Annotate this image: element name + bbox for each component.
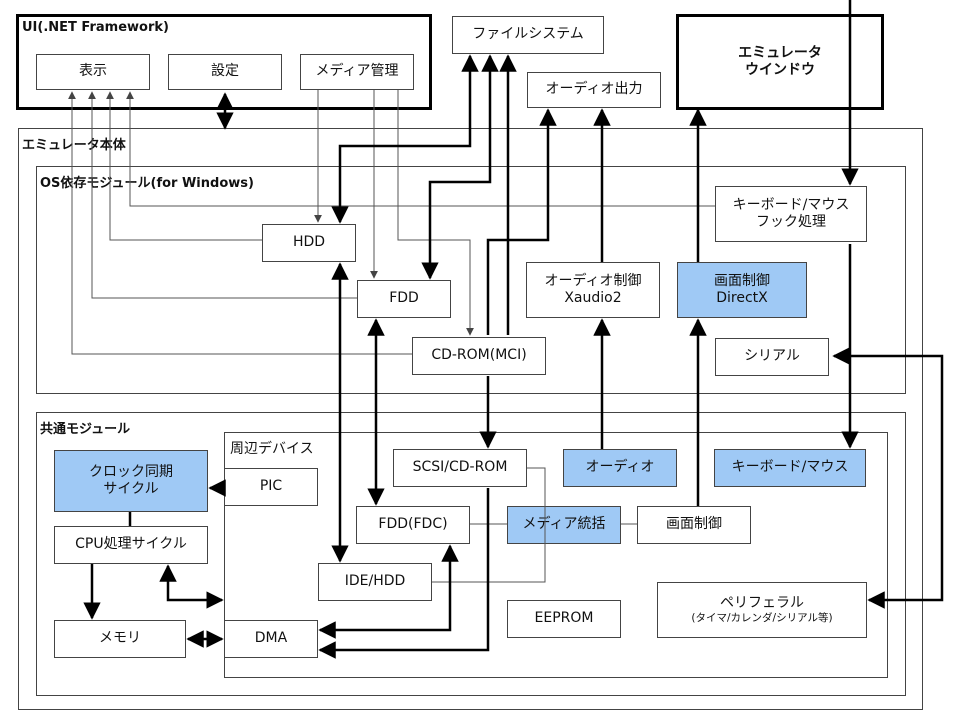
os-module-title: OS依存モジュール(for Windows) <box>40 176 254 191</box>
peripheral-devices-title: 周辺デバイス <box>230 441 314 457</box>
media-unify-box: メディア統括 <box>507 506 621 544</box>
audio-control-line2: Xaudio2 <box>564 290 622 306</box>
eeprom-box: EEPROM <box>507 600 621 638</box>
os-fdd-box: FDD <box>357 280 451 318</box>
keyboard-mouse-label: キーボード/マウス <box>731 459 849 476</box>
audio-output-label: オーディオ出力 <box>545 81 643 98</box>
ide-hdd-label: IDE/HDD <box>344 573 406 590</box>
scsi-cdrom-box: SCSI/CD-ROM <box>393 449 527 487</box>
settings-box: 設定 <box>168 54 282 90</box>
media-unify-label: メディア統括 <box>522 516 606 533</box>
ui-framework-title: UI(.NET Framework) <box>22 20 169 35</box>
memory-box: メモリ <box>54 620 186 658</box>
fdd-fdc-label: FDD(FDC) <box>378 516 448 533</box>
peripheral-line2: (タイマ/カレンダ/シリアル等) <box>691 612 833 625</box>
pic-box: PIC <box>224 468 318 506</box>
screen-control-directx-box: 画面制御 DirectX <box>677 262 807 318</box>
eeprom-label: EEPROM <box>534 610 594 627</box>
serial-box: シリアル <box>715 338 829 376</box>
keyboard-mouse-box: キーボード/マウス <box>714 449 866 487</box>
media-mgmt-label: メディア管理 <box>315 63 399 80</box>
pic-label: PIC <box>259 478 283 495</box>
fdd-fdc-box: FDD(FDC) <box>356 506 470 544</box>
os-hdd-label: HDD <box>292 234 326 251</box>
dma-label: DMA <box>254 630 288 647</box>
memory-label: メモリ <box>99 630 141 647</box>
keyboard-hook-line2: フック処理 <box>756 214 826 230</box>
dma-box: DMA <box>224 620 318 658</box>
audio-output-box: オーディオ出力 <box>527 72 661 108</box>
peripheral-box: ペリフェラル (タイマ/カレンダ/シリアル等) <box>657 582 867 638</box>
audio-label: オーディオ <box>585 459 655 476</box>
cpu-cycle-label: CPU処理サイクル <box>75 536 187 553</box>
os-hdd-box: HDD <box>262 224 356 262</box>
os-fdd-label: FDD <box>389 290 419 307</box>
serial-label: シリアル <box>744 348 800 365</box>
screen-control-common-label: 画面制御 <box>666 516 722 533</box>
display-label: 表示 <box>79 63 107 80</box>
keyboard-hook-line1: キーボード/マウス <box>732 196 850 213</box>
clock-sync-line1: クロック同期 <box>89 463 173 480</box>
emulator-window-line2: ウインドウ <box>745 62 815 78</box>
common-module-title: 共通モジュール <box>40 422 131 437</box>
audio-control-box: オーディオ制御 Xaudio2 <box>526 262 660 318</box>
audio-control-line1: オーディオ制御 <box>544 272 642 289</box>
keyboard-hook-box: キーボード/マウス フック処理 <box>715 186 867 242</box>
emulator-body-title: エミュレータ本体 <box>22 138 126 153</box>
filesystem-box: ファイルシステム <box>452 16 604 54</box>
scsi-cdrom-label: SCSI/CD-ROM <box>412 459 508 476</box>
os-cdrom-box: CD-ROM(MCI) <box>412 337 546 375</box>
screen-control-line2: DirectX <box>716 290 768 306</box>
clock-sync-box: クロック同期 サイクル <box>54 450 208 512</box>
emulator-window-line1: エミュレータ <box>738 44 822 61</box>
filesystem-label: ファイルシステム <box>472 26 584 43</box>
clock-sync-line2: サイクル <box>103 481 159 497</box>
peripheral-line1: ペリフェラル <box>720 594 804 611</box>
audio-box: オーディオ <box>563 449 677 487</box>
display-box: 表示 <box>36 54 150 90</box>
screen-control-box: 画面制御 <box>637 506 751 544</box>
settings-label: 設定 <box>211 63 239 80</box>
os-cdrom-label: CD-ROM(MCI) <box>431 347 527 364</box>
media-mgmt-box: メディア管理 <box>300 54 414 90</box>
screen-control-line1: 画面制御 <box>714 272 770 289</box>
cpu-cycle-box: CPU処理サイクル <box>54 526 208 564</box>
emulator-window-box: エミュレータ ウインドウ <box>676 14 884 110</box>
ide-hdd-box: IDE/HDD <box>318 563 432 601</box>
